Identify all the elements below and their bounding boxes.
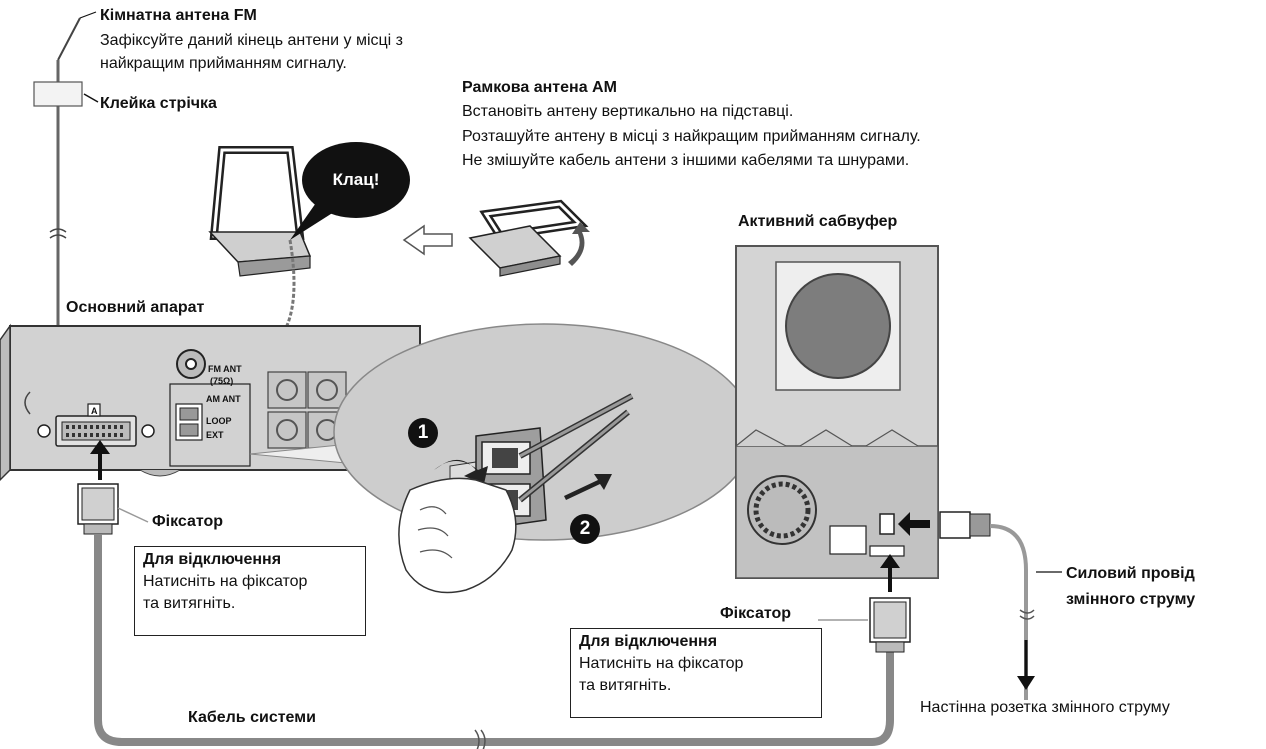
port-a-label: A: [91, 406, 98, 416]
zoom-detail: [249, 323, 755, 594]
am-antenna-flat-icon: [468, 199, 590, 277]
disconnect-box-right: Для відключення Натисніть на фіксатор та…: [570, 628, 822, 718]
system-connector-right: [818, 554, 911, 653]
left-arrow-icon: [402, 224, 453, 256]
subwoofer-label: Активний сабвуфер: [738, 213, 898, 230]
system-cable: [94, 534, 894, 746]
disconnect-title-left: Для відключення: [143, 551, 282, 568]
disconnect-title-right: Для відключення: [579, 633, 718, 650]
am-antenna-text-1: Встановіть антену вертикально на підстав…: [462, 103, 794, 120]
tape-icon: [33, 81, 99, 107]
latch-label-right: Фіксатор: [720, 605, 792, 622]
loop-label: LOOP: [206, 416, 232, 426]
am-antenna-text-3: Не змішуйте кабель антени з іншими кабел…: [462, 152, 910, 169]
main-unit: [0, 323, 421, 482]
am-antenna-title: Рамкова антена AM: [462, 79, 617, 96]
step-1-badge: 1: [408, 418, 438, 448]
system-connector-left: [77, 440, 119, 535]
power-cord-label-2: змінного струму: [1066, 591, 1196, 608]
power-cord: [939, 511, 1062, 700]
am-loop-antenna-icon: [208, 146, 312, 431]
tape-label: Клейка стрічка: [100, 95, 217, 112]
click-label: Клац!: [332, 170, 380, 189]
system-cable-label: Кабель системи: [188, 709, 316, 726]
main-unit-label: Основний апарат: [66, 299, 205, 316]
am-ant-label: AM ANT: [206, 394, 241, 404]
am-antenna-text-2: Розташуйте антену в місці з найкращим пр…: [462, 128, 921, 145]
disconnect-text-right-1: Натисніть на фіксатор: [579, 655, 744, 672]
disconnect-box-left: Для відключення Натисніть на фіксатор та…: [134, 546, 366, 636]
disconnect-text-right-2: та витягніть.: [579, 677, 672, 694]
subwoofer: [735, 245, 939, 579]
fm-antenna-text-1: Зафіксуйте даний кінець антени у місці з: [100, 32, 404, 49]
click-bubble: [290, 142, 410, 240]
step-2-badge: 2: [570, 514, 600, 544]
ext-label: EXT: [206, 430, 224, 440]
power-cord-label-1: Силовий провід: [1066, 565, 1195, 582]
fm-antenna-title: Кімнатна антена FM: [100, 7, 257, 24]
ohm-label: (75Ω): [210, 376, 234, 386]
latch-label-left: Фіксатор: [152, 513, 224, 530]
disconnect-text-left-2: та витягніть.: [143, 595, 236, 612]
fm-ant-label: FM ANT: [208, 364, 242, 374]
wall-outlet-label: Настінна розетка змінного струму: [920, 699, 1170, 716]
fm-antenna-text-2: найкращим прийманням сигналу.: [100, 55, 347, 72]
disconnect-text-left-1: Натисніть на фіксатор: [143, 573, 308, 590]
